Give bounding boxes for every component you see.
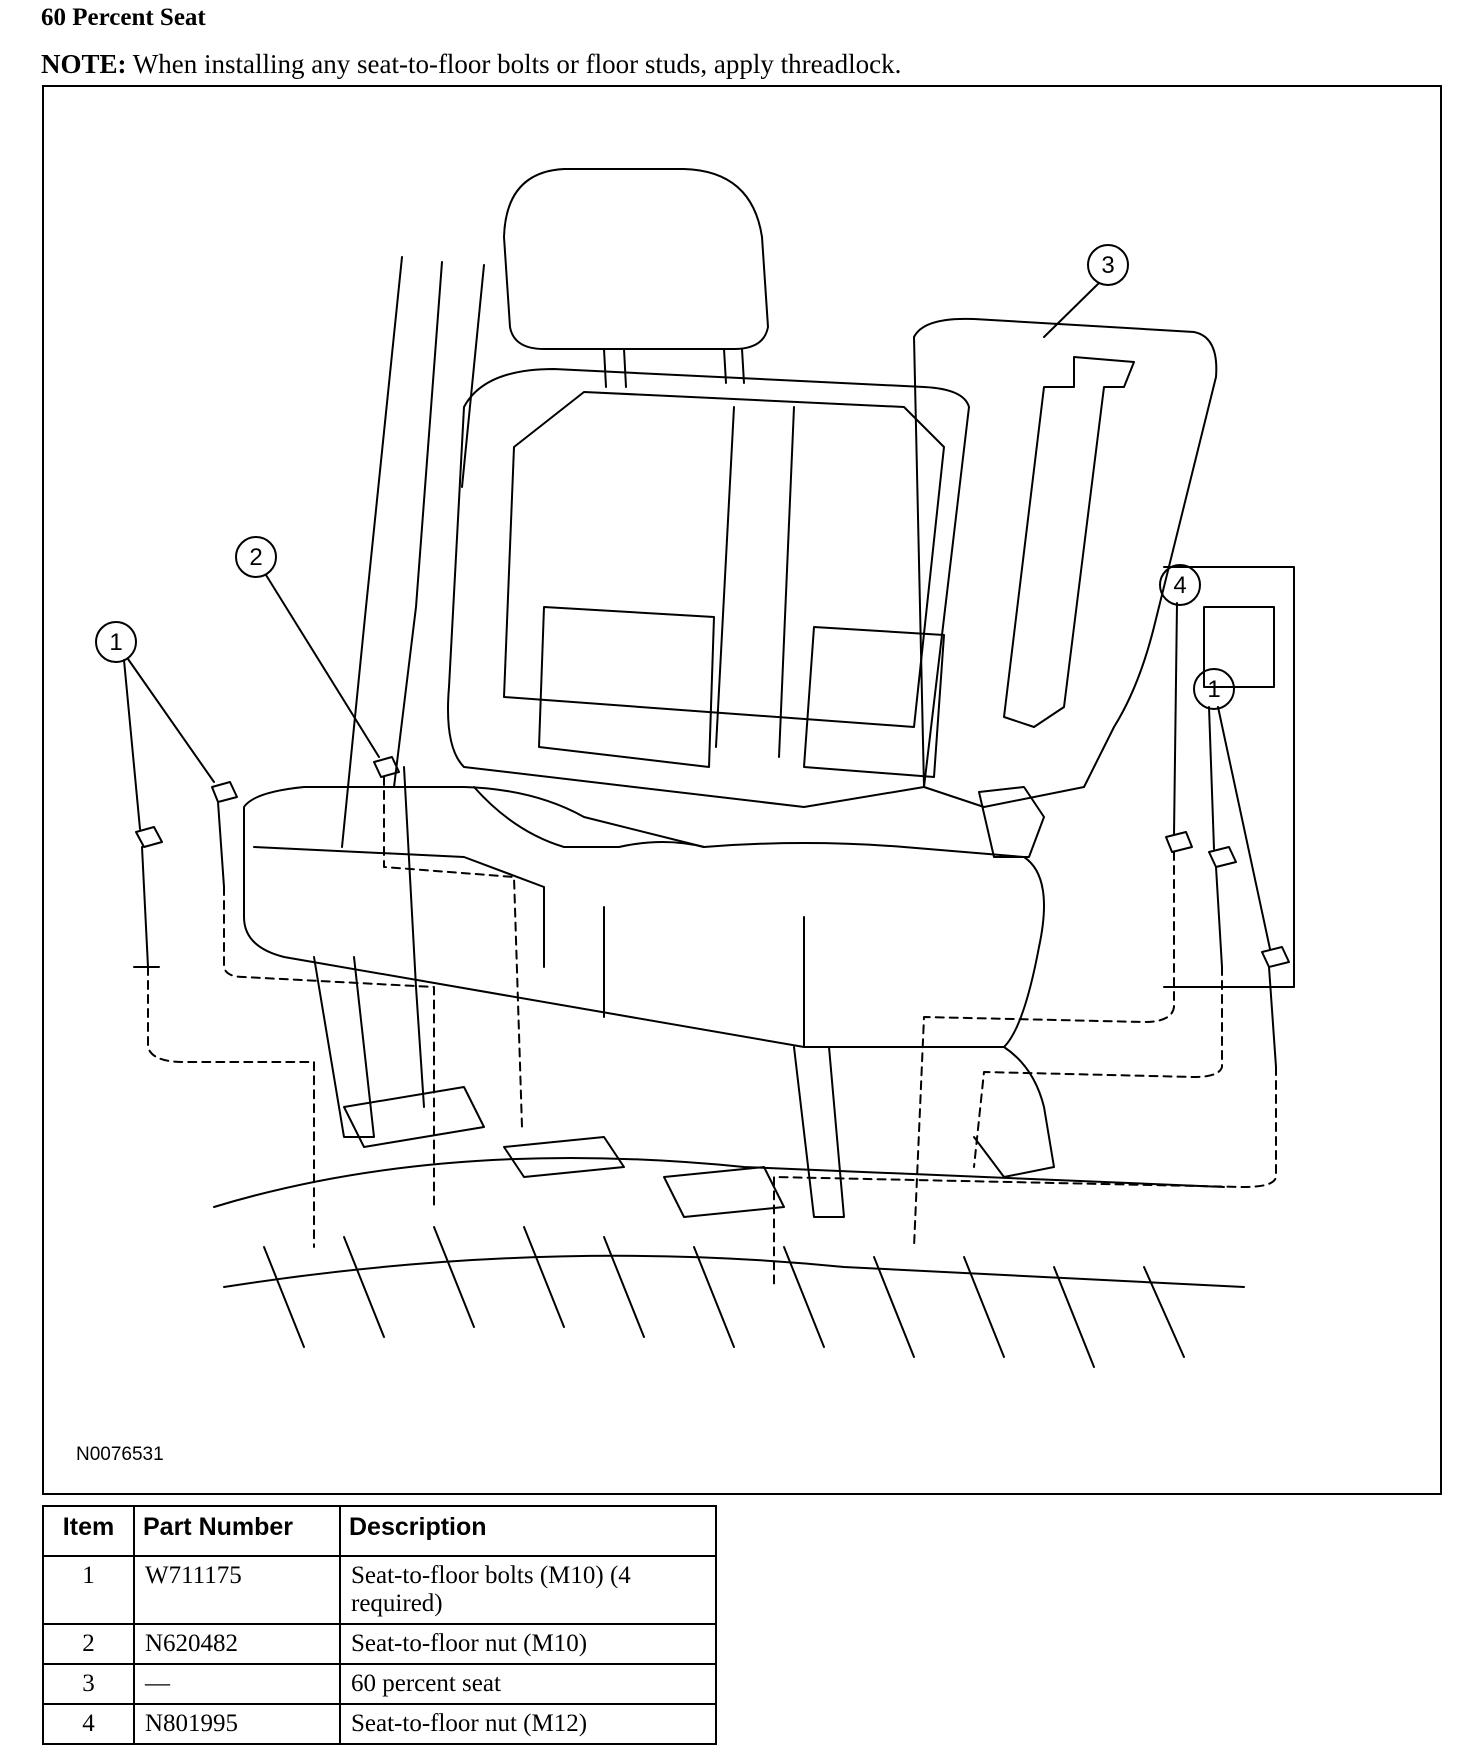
table-row: 2 N620482 Seat-to-floor nut (M10) bbox=[42, 1623, 717, 1665]
header-part-number: Part Number bbox=[133, 1505, 341, 1557]
seat-back-panel bbox=[503, 391, 945, 728]
right-seat-back bbox=[913, 317, 1218, 808]
nut-4 bbox=[1165, 831, 1193, 853]
center-leg bbox=[793, 1046, 845, 1218]
part-cell: N620482 bbox=[133, 1623, 341, 1665]
seat-back bbox=[447, 368, 970, 808]
item-cell: 1 bbox=[42, 1555, 135, 1625]
desc-cell: Seat-to-floor nut (M12) bbox=[339, 1703, 717, 1745]
belt-buckle bbox=[978, 786, 1045, 858]
header-item: Item bbox=[42, 1505, 135, 1557]
part-cell: — bbox=[133, 1663, 341, 1705]
pillar-lines bbox=[341, 256, 485, 1108]
callout-4: 4 bbox=[1173, 572, 1186, 599]
seat-cushion bbox=[243, 786, 1045, 1048]
item-cell: 4 bbox=[42, 1703, 135, 1745]
item-cell: 2 bbox=[42, 1623, 135, 1665]
cushion-seam bbox=[473, 786, 705, 848]
right-trim-panel bbox=[1163, 566, 1295, 988]
callout-3: 3 bbox=[1101, 252, 1114, 279]
desc-cell: Seat-to-floor bolts (M10) (4 required) bbox=[339, 1555, 717, 1625]
desc-cell: Seat-to-floor nut (M10) bbox=[339, 1623, 717, 1665]
note-label: NOTE: bbox=[41, 49, 127, 79]
nut-2 bbox=[373, 756, 400, 778]
bolt-1a bbox=[133, 826, 163, 968]
section-title: 60 Percent Seat bbox=[41, 4, 206, 31]
part-cell: N801995 bbox=[133, 1703, 341, 1745]
desc-cell: 60 percent seat bbox=[339, 1663, 717, 1705]
part-cell: W711175 bbox=[133, 1555, 341, 1625]
leader-lines bbox=[147, 776, 1277, 1288]
callout-1-left: 1 bbox=[109, 629, 122, 656]
header-description: Description bbox=[339, 1505, 717, 1557]
seat-back-seam bbox=[715, 406, 795, 758]
table-row: 4 N801995 Seat-to-floor nut (M12) bbox=[42, 1703, 717, 1745]
bolt-1d bbox=[1261, 946, 1290, 1068]
table-row: 3 — 60 percent seat bbox=[42, 1663, 717, 1705]
callout-labels: 1 2 3 4 1 bbox=[109, 252, 1220, 703]
bolts bbox=[133, 756, 1290, 1068]
table-header-row: Item Part Number Description bbox=[42, 1505, 717, 1557]
bolt-1b bbox=[211, 781, 238, 888]
bolt-1c bbox=[1208, 846, 1237, 968]
seat-belt bbox=[1003, 356, 1135, 728]
figure-id: N0076531 bbox=[76, 1444, 164, 1465]
floor-pan bbox=[213, 1086, 1245, 1368]
headrest-posts bbox=[603, 348, 745, 388]
table-row: 1 W711175 Seat-to-floor bolts (M10) (4 r… bbox=[42, 1555, 717, 1625]
parts-table: Item Part Number Description 1 W711175 S… bbox=[42, 1505, 717, 1745]
callout-1-right: 1 bbox=[1207, 676, 1220, 703]
right-hinge bbox=[973, 1046, 1055, 1178]
figure-frame: 1 2 3 4 1 N0076531 bbox=[42, 85, 1442, 1495]
headrest bbox=[503, 168, 769, 350]
callout-2: 2 bbox=[249, 544, 262, 571]
note-text: When installing any seat-to-floor bolts … bbox=[126, 49, 902, 79]
item-cell: 3 bbox=[42, 1663, 135, 1705]
seat-illustration: 1 2 3 4 1 bbox=[95, 168, 1295, 1368]
note: NOTE: When installing any seat-to-floor … bbox=[41, 49, 901, 80]
callout-circles bbox=[95, 244, 1271, 950]
